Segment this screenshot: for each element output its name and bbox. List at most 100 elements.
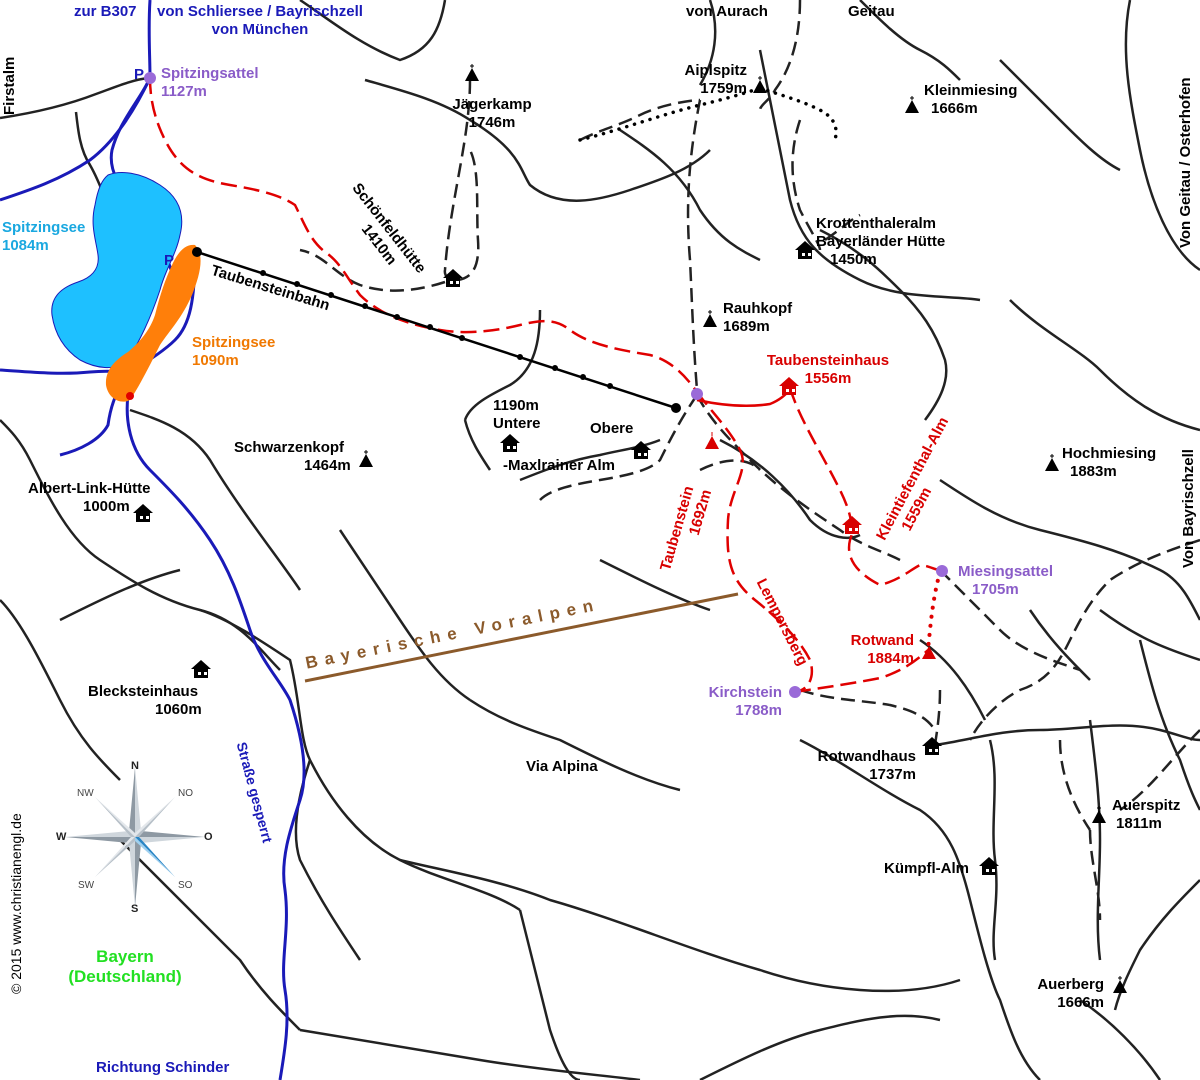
peak-triangle-icon — [904, 95, 920, 114]
place-name: Rauhkopf — [723, 300, 793, 317]
place-elevation: 1450m — [830, 251, 877, 268]
roads — [0, 0, 306, 1080]
place-elevation: 1666m — [931, 100, 978, 117]
label-jaegerkamp: Jägerkamp 1746m — [442, 96, 542, 132]
spitzingsee-village-area — [105, 244, 201, 402]
road-label-schinder: Richtung Schinder — [96, 1059, 230, 1076]
compass-letter-w: W — [56, 831, 67, 843]
label-obere: Obere — [590, 420, 634, 437]
waypoint-dot-icon — [936, 565, 948, 577]
compass-letter-nw: NW — [77, 788, 94, 799]
road-label-b307: zur B307 — [74, 3, 137, 20]
place-name: Auerspitz — [1112, 797, 1181, 814]
label-maxlrainer-alm: -Maxlrainer Alm — [503, 457, 615, 474]
place-name: Krottenthaleralm — [816, 215, 937, 232]
place-name: Untere — [493, 415, 541, 432]
place-name: Spitzingsee — [192, 334, 276, 351]
place-elevation: 1190m — [493, 397, 539, 414]
summit-cross-icon — [1091, 805, 1107, 824]
place-elevation: 1084m — [2, 237, 49, 254]
place-name: Spitzingsattel — [161, 65, 259, 82]
place-elevation: 1883m — [1070, 463, 1117, 480]
place-elevation: 1746m — [468, 114, 516, 131]
place-elevation: 1884m — [867, 650, 914, 667]
place-elevation: 1090m — [192, 352, 239, 369]
place-name: Miesingsattel — [958, 563, 1054, 580]
place-elevation: 1666m — [1057, 994, 1104, 1011]
place-elevation: 1811m — [1116, 815, 1162, 832]
label-spitzingsee-village: Spitzingsee 1090m — [192, 334, 275, 370]
compass-letter-no: NO — [178, 788, 193, 799]
label-rauhkopf: Rauhkopf 1689m — [723, 300, 792, 336]
mountain-hut-icon — [922, 737, 942, 755]
taubensteinbahn-cable-car — [192, 247, 681, 413]
mountain-hut-icon — [191, 660, 211, 678]
route-solid-segment — [696, 389, 791, 408]
compass-letter-sw: SW — [78, 880, 95, 891]
label-albert-link-huette: Albert-Link-Hütte 1000m — [28, 480, 151, 516]
spitzingsee-lake — [51, 172, 183, 368]
region-line: Bayern — [96, 947, 154, 966]
road-label-line: von München — [211, 21, 309, 38]
label-kirchstein: Kirchstein 1788m — [700, 684, 782, 720]
waypoint-dot-icon — [789, 686, 801, 698]
dotted-trails — [578, 86, 838, 142]
label-taubensteinhaus: Taubensteinhaus 1556m — [758, 352, 898, 388]
place-name: Auerberg — [1037, 976, 1104, 993]
label-kleinmiesing: Kleinmiesing 1666m — [924, 82, 1017, 118]
place-name: Rotwand — [850, 632, 914, 649]
peak-triangle-icon — [1044, 453, 1060, 472]
ridge-line — [304, 592, 739, 683]
label-via-alpina: Via Alpina — [526, 758, 598, 775]
place-elevation: 1689m — [723, 318, 770, 335]
label-untere-maxlrainer: 1190m Untere — [493, 397, 541, 433]
label-blecksteinhaus: Blecksteinhaus 1060m — [88, 683, 202, 719]
label-schwarzenkopf: Schwarzenkopf 1464m — [234, 439, 351, 475]
edge-label-von-aurach: von Aurach — [686, 3, 768, 20]
route-dotted-segment — [926, 570, 942, 654]
place-elevation: 1759m — [700, 80, 747, 97]
edge-label-von-geitau-osterhofen: Von Geitau / Osterhofen — [1177, 77, 1194, 248]
compass-letter-n: N — [131, 760, 139, 772]
label-auerberg: Auerberg 1666m — [1020, 976, 1104, 1012]
place-elevation: 1705m — [972, 581, 1019, 598]
place-elevation: 1000m — [83, 498, 130, 515]
edge-label-geitau: Geitau — [848, 3, 895, 20]
waypoint-dot-icon — [691, 388, 703, 400]
label-spitzingsee-lake: Spitzingsee 1084m — [2, 219, 85, 255]
region-line: (Deutschland) — [68, 967, 182, 986]
place-name: Kleinmiesing — [924, 82, 1018, 99]
label-miesingsattel: Miesingsattel 1705m — [958, 563, 1053, 599]
label-auerspitz: Auerspitz 1811m — [1112, 797, 1180, 833]
place-elevation: 1556m — [804, 370, 852, 387]
copyright-notice: © 2015 www.christianengl.de — [8, 813, 24, 994]
compass-letter-s: S — [131, 903, 139, 915]
label-rotwand: Rotwand 1884m — [830, 632, 914, 668]
mountain-hut-icon — [500, 434, 520, 452]
label-aiplspitz: Aiplspitz 1759m — [680, 62, 748, 98]
place-name: Blecksteinhaus — [88, 683, 199, 700]
place-name: Hochmiesing — [1062, 445, 1157, 462]
place-name: Albert-Link-Hütte — [28, 480, 151, 497]
peak-triangle-icon — [702, 309, 718, 328]
place-elevation: 1127m — [161, 83, 207, 100]
place-name: Bayerländer Hütte — [816, 233, 946, 250]
place-name: Rotwandhaus — [817, 748, 916, 765]
place-elevation: 1737m — [869, 766, 916, 783]
peak-triangle-icon — [464, 63, 480, 82]
edge-label-firstalm: Firstalm — [1, 56, 18, 115]
summit-cross-icon — [704, 431, 720, 450]
parking-sign-village: P — [164, 252, 175, 269]
waypoint-dot-icon — [144, 72, 156, 84]
label-hochmiesing: Hochmiesing 1883m — [1062, 445, 1156, 481]
label-spitzingsattel: Spitzingsattel 1127m — [161, 65, 259, 101]
label-region: Bayern (Deutschland) — [60, 947, 190, 987]
compass-rose-icon — [65, 767, 205, 907]
place-elevation: 1060m — [155, 701, 202, 718]
place-elevation: 1788m — [735, 702, 782, 719]
road-label-schliersee: von Schliersee / Bayrischzell von Münche… — [155, 3, 365, 39]
mountain-hut-icon — [842, 516, 862, 534]
label-kuempfl-alm: Kümpfl-Alm — [884, 860, 969, 877]
peak-triangle-icon — [358, 449, 374, 468]
